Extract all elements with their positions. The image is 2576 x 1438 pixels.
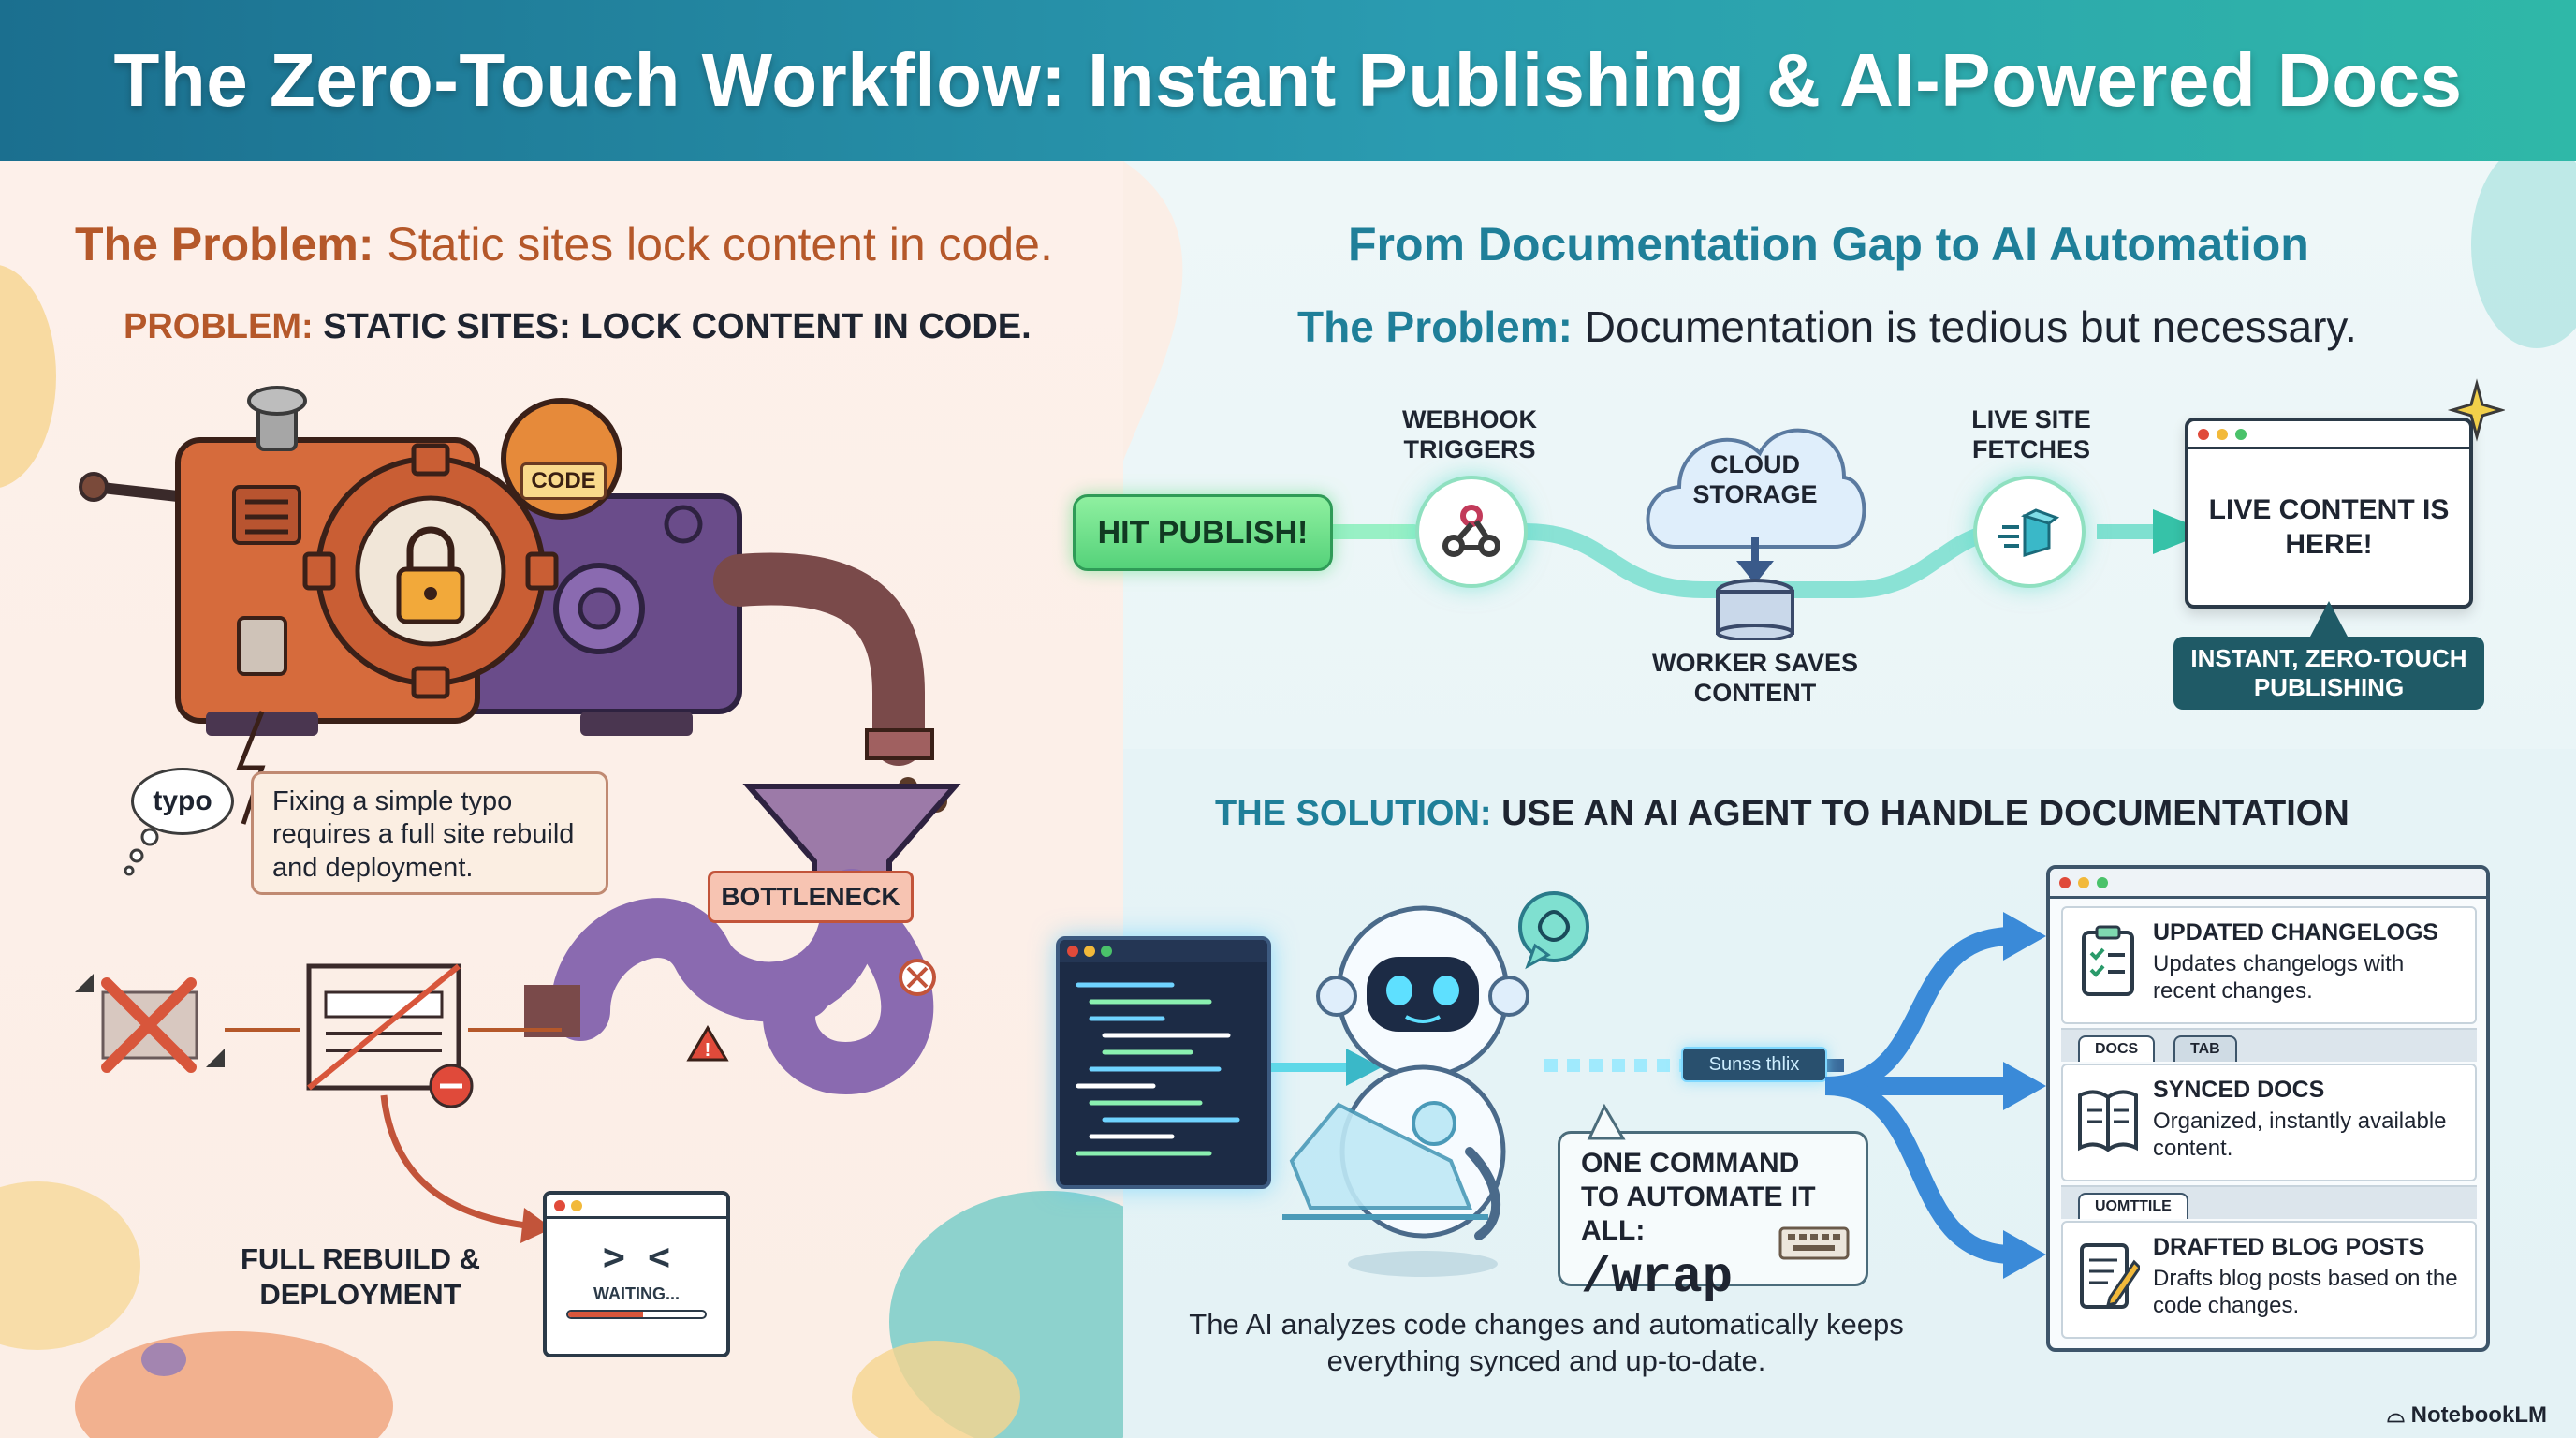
badge-pointer <box>2310 601 2348 637</box>
code-editor-window <box>1056 936 1271 1189</box>
wrap-command-box: ONE COMMAND TO AUTOMATE IT ALL: /wrap <box>1558 1131 1868 1307</box>
open-book-icon <box>2078 1090 2138 1152</box>
window-dot-red <box>2198 428 2209 440</box>
wrap-box-pointer <box>1587 1103 1626 1140</box>
output-card-synced-docs[interactable]: SYNCED DOCS Organized, instantly availab… <box>2061 1064 2477 1181</box>
live-content-window: LIVE CONTENT IS HERE! <box>2185 418 2473 609</box>
title-bar: The Zero-Touch Workflow: Instant Publish… <box>0 0 2576 161</box>
frustrated-face: > < <box>602 1236 671 1279</box>
cloud-storage-label: CLOUD STORAGE <box>1692 450 1818 509</box>
svg-text:!: ! <box>705 1040 711 1061</box>
typo-note: Fixing a simple typo requires a full sit… <box>251 771 608 895</box>
output-branch-arrows <box>1825 912 2046 1279</box>
tab-tab[interactable]: TAB <box>2174 1035 2237 1062</box>
robot-to-command-beam <box>1544 1059 1844 1072</box>
locked-machine-illustration <box>79 386 947 825</box>
live-site-fetch-label: LIVE SITE FETCHES <box>1971 405 2091 464</box>
waiting-window: > < WAITING... <box>543 1191 730 1357</box>
right-background-decor <box>1123 161 2576 461</box>
code-tag: CODE <box>520 462 607 500</box>
instant-publishing-badge: INSTANT, ZERO-TOUCH PUBLISHING <box>2174 637 2484 710</box>
window-dot-red <box>554 1199 565 1211</box>
solution-heading: THE SOLUTION: USE AN AI AGENT TO HANDLE … <box>1215 794 2349 833</box>
outputs-window-bar <box>2050 869 2486 899</box>
outputs-window: UPDATED CHANGELOGS Updates changelogs wi… <box>2046 865 2490 1352</box>
waiting-progress-fill <box>568 1312 644 1317</box>
window-dot-red <box>1067 946 1078 957</box>
waiting-progress-bar <box>566 1310 707 1319</box>
window-dot-green <box>2097 876 2108 888</box>
webhook-icon <box>1442 505 1500 557</box>
fast-package-icon <box>1998 508 2060 558</box>
live-content-text: LIVE CONTENT IS HERE! <box>2208 493 2450 561</box>
window-dot-yellow <box>2078 876 2089 888</box>
hit-publish-button[interactable]: HIT PUBLISH! <box>1073 494 1333 571</box>
ai-caption: The AI analyzes code changes and automat… <box>1189 1308 1904 1377</box>
tab-docs[interactable]: DOCS <box>2078 1035 2156 1062</box>
tab-strip-docs: DOCS TAB <box>2061 1028 2477 1062</box>
brand-watermark: ⌓ NotebookLM <box>2387 1402 2547 1428</box>
rebuild-arrow <box>380 1094 552 1243</box>
live-fetch-node <box>1973 476 2086 588</box>
window-dot-red <box>2059 876 2071 888</box>
right-heading: From Documentation Gap to AI Automation <box>1348 218 2309 271</box>
code-window-bar <box>1060 940 1267 962</box>
bottleneck-label: BOTTLENECK <box>708 871 914 923</box>
publish-flow-connector <box>1329 509 2209 598</box>
tab-strip-blog: UOMTTILE <box>2061 1185 2477 1219</box>
window-dot-yellow <box>571 1199 582 1211</box>
window-dot-green <box>2235 428 2247 440</box>
sparkle-icon <box>2447 378 2505 442</box>
output-card-changelogs[interactable]: UPDATED CHANGELOGS Updates changelogs wi… <box>2061 906 2477 1024</box>
broken-site-illustration <box>75 963 562 1108</box>
checklist-icon <box>2082 925 2134 996</box>
full-rebuild-label: FULL REBUILD & DEPLOYMENT <box>240 1242 481 1311</box>
notebooklm-logo-icon: ⌓ <box>2387 1402 2405 1428</box>
webhook-label: WEBHOOK TRIGGERS <box>1402 405 1537 464</box>
output-title: SYNCED DOCS <box>2153 1077 2325 1103</box>
typo-thought-bubble: typo <box>131 768 234 835</box>
left-heading: The Problem: Static sites lock content i… <box>75 218 1053 271</box>
pencil-document-icon <box>2080 1243 2140 1309</box>
thought-dots <box>124 828 159 876</box>
cloud-storage-illustration <box>1646 428 1866 640</box>
output-title: UPDATED CHANGELOGS <box>2153 919 2439 946</box>
window-dot-green <box>1101 946 1112 957</box>
code-lines-icon <box>1076 982 1240 1156</box>
output-title: DRAFTED BLOG POSTS <box>2153 1234 2425 1260</box>
output-desc: Organized, instantly available content. <box>2153 1108 2447 1161</box>
tab-untitled[interactable]: UOMTTILE <box>2078 1193 2188 1219</box>
keyboard-icon <box>1778 1226 1850 1260</box>
wrap-command[interactable]: /wrap <box>1581 1250 1734 1307</box>
waiting-text: WAITING... <box>593 1284 680 1303</box>
code-to-robot-arrow <box>1271 1049 1382 1086</box>
wrap-command-title: ONE COMMAND TO AUTOMATE IT ALL: <box>1581 1148 1816 1246</box>
right-problem: The Problem: Documentation is tedious bu… <box>1297 302 2357 351</box>
live-window-bar <box>2188 421 2469 449</box>
page-title: The Zero-Touch Workflow: Instant Publish… <box>113 38 2463 122</box>
worker-saves-label: WORKER SAVES CONTENT <box>1651 649 1859 708</box>
ai-robot-illustration <box>1282 891 1589 1277</box>
waiting-window-bar <box>547 1195 726 1219</box>
left-subheading: PROBLEM: STATIC SITES: LOCK CONTENT IN C… <box>124 307 1032 346</box>
command-strip: Sunss thlix <box>1681 1047 1827 1082</box>
output-desc: Updates changelogs with recent changes. <box>2153 951 2405 1004</box>
webhook-node <box>1415 476 1528 588</box>
window-dot-yellow <box>1084 946 1095 957</box>
output-desc: Drafts blog posts based on the code chan… <box>2153 1266 2458 1318</box>
window-dot-yellow <box>2217 428 2228 440</box>
output-card-blog-posts[interactable]: DRAFTED BLOG POSTS Drafts blog posts bas… <box>2061 1221 2477 1339</box>
